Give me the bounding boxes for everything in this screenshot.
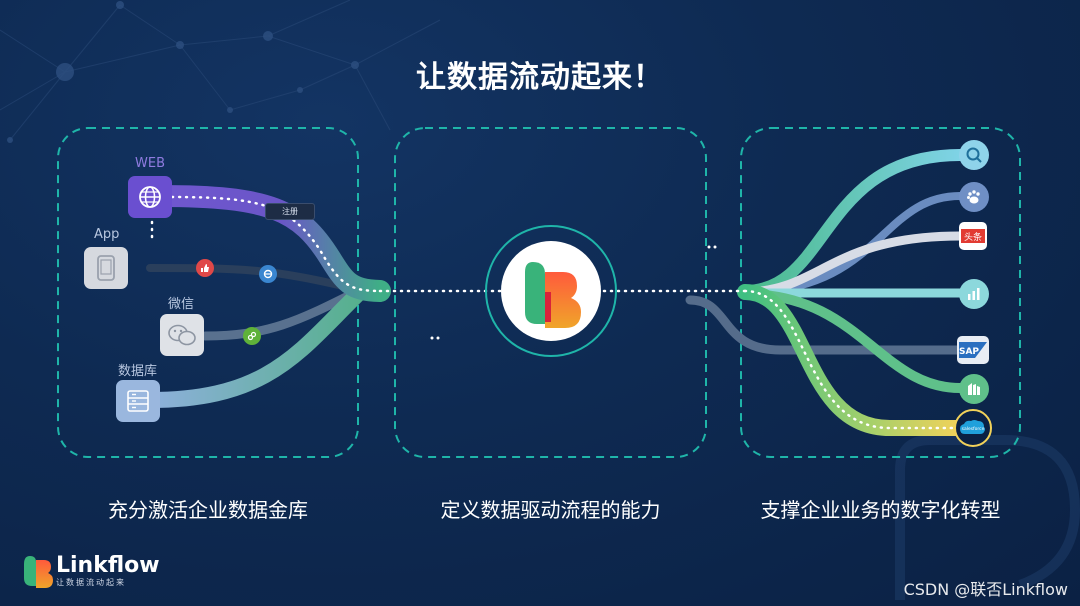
toutiao-text: 头条 — [964, 231, 982, 243]
marketo-app-icon — [959, 374, 989, 404]
section-label-middle: 定义数据驱动流程的能力 — [440, 498, 661, 522]
search-app-icon — [959, 140, 989, 170]
database-icon — [116, 380, 160, 422]
web-globe-icon — [128, 176, 172, 218]
sap-app-icon: SAP — [957, 336, 989, 364]
section-box-left — [57, 127, 359, 458]
center-ring — [485, 225, 617, 357]
watermark: CSDN @联否Linkflow — [903, 580, 1068, 599]
chart-app-icon — [959, 279, 989, 309]
wechat-label: 微信 — [168, 297, 195, 312]
flow-search — [739, 149, 966, 297]
linkflow-logo-icon — [24, 556, 36, 586]
toutiao-app-icon: 头条 — [959, 222, 987, 250]
register-tag: 注册 — [265, 203, 315, 220]
link-icon — [243, 327, 261, 345]
baidu-app-icon — [959, 182, 989, 212]
app-label: App — [94, 227, 120, 242]
page-title: 让数据流动起来！ — [416, 60, 664, 95]
flow-app — [146, 264, 364, 294]
flow-marketo — [740, 289, 965, 393]
flow-wechat — [200, 285, 365, 341]
web-label: WEB — [135, 156, 165, 171]
flow-database — [142, 284, 368, 408]
flow-salesforce — [737, 284, 968, 436]
sap-text: SAP — [959, 347, 979, 357]
section-label-right: 支撑企业业务的数字化转型 — [760, 498, 1001, 522]
e-circle-icon — [259, 265, 277, 283]
salesforce-text: salesforce — [962, 426, 985, 432]
thumbs-up-icon — [196, 259, 214, 277]
salesforce-app-icon: salesforce — [954, 409, 992, 447]
brand-slogan: 让数据流动起来 — [56, 578, 126, 587]
database-label: 数据库 — [118, 364, 158, 379]
flow-sap — [685, 295, 965, 355]
section-label-left: 充分激活企业数据金库 — [108, 498, 308, 522]
wechat-icon — [160, 314, 204, 356]
app-phone-icon — [84, 247, 128, 289]
brand-name: Linkflow — [56, 553, 160, 578]
